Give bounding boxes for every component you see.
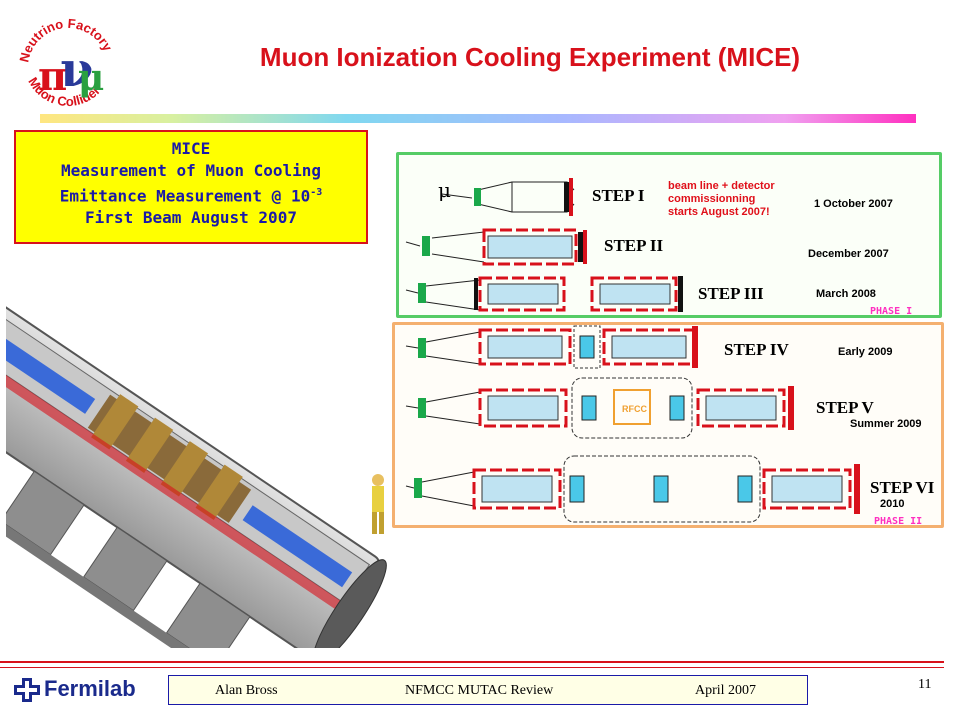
- footer-event: NFMCC MUTAC Review: [405, 683, 554, 698]
- fermilab-logo-icon: [14, 678, 40, 707]
- svg-text:ν: ν: [60, 42, 93, 98]
- step-5-date: Summer 2009: [850, 418, 922, 430]
- svg-text:π: π: [38, 53, 67, 100]
- phase-1-label: PHASE I: [870, 306, 913, 317]
- step-6-label: STEP VI: [870, 478, 935, 497]
- page-number: 11: [918, 677, 932, 692]
- step-1-date: 1 October 2007: [814, 198, 893, 210]
- step-2-label: STEP II: [604, 236, 664, 255]
- nf-mc-logo: Neutrino Factory Muon Collider π ν μ: [14, 10, 122, 114]
- step-4-date: Early 2009: [838, 346, 893, 358]
- rf-label: RFCC: [622, 404, 647, 414]
- step-6-date: 2010: [880, 498, 905, 510]
- beamline-schematics: RFCC: [392, 150, 944, 530]
- commissioning-note: beam line + detector commissionning star…: [668, 180, 775, 218]
- step-3-label: STEP III: [698, 284, 764, 303]
- page-title: Muon Ionization Cooling Experiment (MICE…: [259, 42, 801, 72]
- step-5-label: STEP V: [816, 398, 874, 417]
- footer-box: Alan Bross NFMCC MUTAC Review April 2007: [168, 675, 808, 705]
- step-1-label: STEP I: [592, 186, 645, 205]
- info-line-2: Measurement of Muon Cooling: [60, 161, 322, 180]
- info-line-4: First Beam August 2007: [85, 208, 297, 228]
- info-line-3: Emittance Measurement @ 10-3: [59, 186, 323, 206]
- mice-apparatus-illustration: [0, 248, 436, 720]
- step-4-label: STEP IV: [724, 340, 789, 359]
- info-line-1: MICE: [171, 139, 211, 158]
- phase-2-label: PHASE II: [874, 516, 923, 527]
- footer-rule: [0, 661, 944, 668]
- footer-date: April 2007: [695, 683, 757, 698]
- footer-author: Alan Bross: [215, 683, 278, 698]
- svg-text:μ: μ: [78, 57, 104, 99]
- step-3-date: March 2008: [816, 288, 876, 300]
- fermilab-wordmark: Fermilab: [44, 676, 136, 701]
- title-gradient-bar: [40, 114, 916, 123]
- mu-symbol: μ: [438, 178, 451, 202]
- mice-info-box: MICE Measurement of Muon Cooling Emittan…: [14, 130, 368, 244]
- step-2-date: December 2007: [808, 248, 889, 260]
